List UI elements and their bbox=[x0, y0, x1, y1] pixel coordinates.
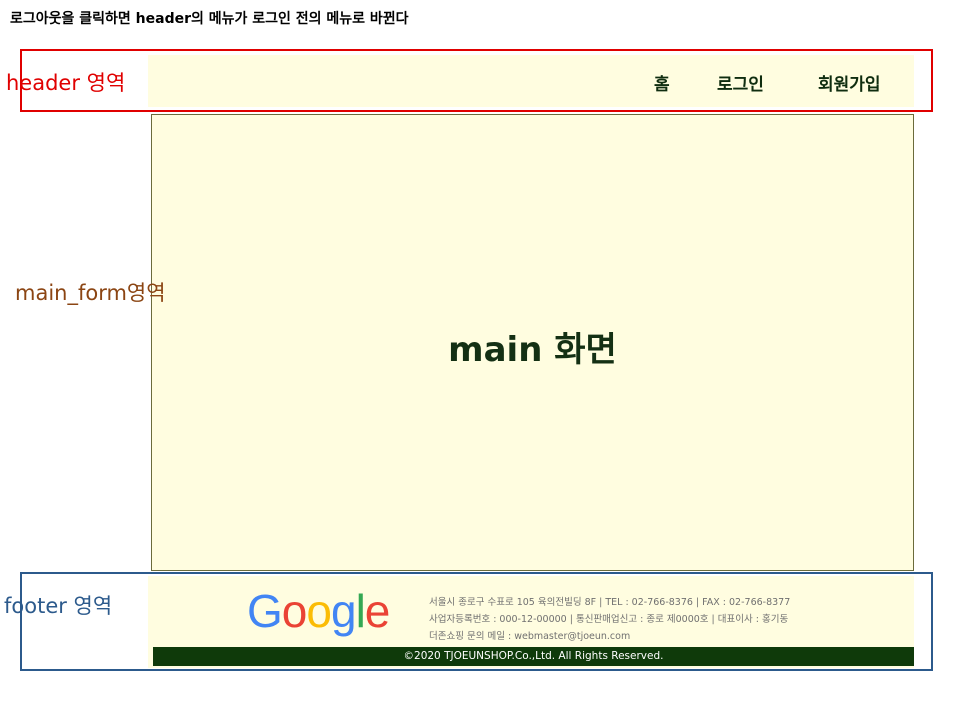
description-caption: 로그아웃을 클릭하면 header의 메뉴가 로그인 전의 메뉴로 바뀐다 bbox=[10, 11, 409, 27]
header-area bbox=[148, 55, 914, 107]
google-logo: Google bbox=[247, 585, 391, 637]
logo-letter: o bbox=[306, 585, 332, 637]
logo-letter: o bbox=[281, 585, 308, 637]
logo-letter: l bbox=[355, 585, 366, 637]
header-annotation-label: header 영역 bbox=[6, 71, 126, 95]
header-annotation-box bbox=[20, 49, 933, 112]
footer-annotation-box bbox=[20, 572, 933, 671]
nav-login-link[interactable]: 로그인 bbox=[717, 75, 764, 95]
logo-letter: G bbox=[247, 585, 283, 637]
copyright-bar: ©2020 TJOEUNSHOP.Co.,Ltd. All Rights Res… bbox=[153, 647, 914, 666]
footer-company-info: 서울시 종로구 수표로 105 육의전빌딩 8F | TEL : 02-766-… bbox=[429, 594, 790, 645]
nav-home-link[interactable]: 홈 bbox=[654, 75, 670, 95]
nav-signup-link[interactable]: 회원가입 bbox=[818, 75, 881, 95]
main-title: main 화면 bbox=[448, 330, 617, 370]
footer-info-line: 더존쇼핑 문의 메일 : webmaster@tjoeun.com bbox=[429, 631, 631, 642]
footer-annotation-label: footer 영역 bbox=[4, 594, 113, 618]
footer-info-line: 서울시 종로구 수표로 105 육의전빌딩 8F | TEL : 02-766-… bbox=[429, 597, 791, 608]
logo-letter: g bbox=[330, 585, 357, 637]
main-form-area bbox=[151, 114, 914, 571]
logo-letter: e bbox=[364, 585, 391, 637]
main-annotation-label: main_form영역 bbox=[15, 281, 166, 305]
footer-info-line: 사업자등록번호 : 000-12-00000 | 통신판매업신고 : 종로 제0… bbox=[429, 614, 789, 625]
